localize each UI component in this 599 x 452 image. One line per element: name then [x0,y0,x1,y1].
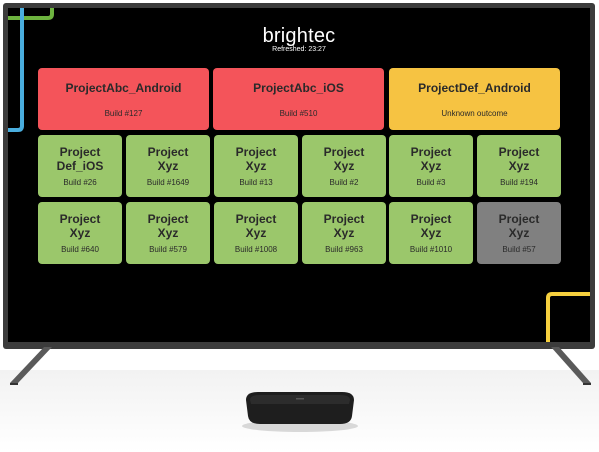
tile-build-number: Build #127 [104,108,143,118]
tile-status-text: Unknown outcome [441,108,508,118]
tile-title-line2: Xyz [69,226,91,240]
tile-build-number: Build #194 [500,178,538,187]
tile-title-line1: Project [147,145,189,159]
tile-build-number: Build #510 [279,108,318,118]
set-top-box-image [242,392,358,432]
tile-title-line1: Project [235,212,277,226]
tile-title-line2: Xyz [245,226,267,240]
tile-build-number: Build #579 [149,245,187,254]
build-tile[interactable]: Project Xyz Build #640 [38,202,122,264]
build-tile[interactable]: Project Xyz Build #3 [389,135,473,197]
tile-title-line2: Xyz [157,226,179,240]
tile-title-line1: Project [410,212,452,226]
build-tile-projectdef-android[interactable]: ProjectDef_Android Unknown outcome [389,68,560,130]
tile-title-line1: Project [410,145,452,159]
refreshed-timestamp: Refreshed: 23:27 [272,46,326,53]
tile-build-number: Build #3 [416,178,446,187]
build-tile[interactable]: Project Xyz Build #579 [126,202,210,264]
build-tile-projectabc-android[interactable]: ProjectAbc_Android Build #127 [38,68,209,130]
tile-build-number: Build #13 [239,178,273,187]
tile-title: ProjectDef_Android [418,80,531,95]
tile-title-line1: Project [323,212,365,226]
build-tile[interactable]: Project Def_iOS Build #26 [38,135,122,197]
build-tile[interactable]: Project Xyz Build #13 [214,135,298,197]
tile-title-line1: Project [59,212,101,226]
tile-title-line2: Xyz [420,226,442,240]
build-tile-disabled[interactable]: Project Xyz Build #57 [477,202,561,264]
tile-build-number: Build #640 [61,245,99,254]
tile-title-line2: Xyz [508,226,530,240]
build-tile-projectabc-ios[interactable]: ProjectAbc_iOS Build #510 [213,68,384,130]
tv-stand-right-leg [551,347,591,385]
tile-build-number: Build #963 [325,245,363,254]
tile-title-line1: Project [59,145,101,159]
tile-title-line1: Project [498,212,540,226]
build-tile[interactable]: Project Xyz Build #1649 [126,135,210,197]
tile-title-line2: Xyz [157,159,179,173]
corner-decoration-bottom-right [546,292,590,342]
brand-logo-text: brightec [262,25,336,47]
tile-title-line2: Xyz [245,159,267,173]
tile-title-line2: Xyz [333,226,355,240]
tile-title-line2: Def_iOS [56,159,104,173]
build-tile[interactable]: Project Xyz Build #194 [477,135,561,197]
tile-title-line1: Project [235,145,277,159]
tile-build-number: Build #1008 [234,245,278,254]
tile-build-number: Build #26 [63,178,97,187]
tile-title-line2: Xyz [508,159,530,173]
build-tile[interactable]: Project Xyz Build #1008 [214,202,298,264]
dashboard-screen: brightec Refreshed: 23:27 ProjectAbc_And… [8,8,590,342]
tile-title: ProjectAbc_Android [65,80,182,95]
tile-title-line2: Xyz [333,159,355,173]
tile-title: ProjectAbc_iOS [253,80,344,95]
build-tile[interactable]: Project Xyz Build #963 [302,202,386,264]
tile-title-line1: Project [147,212,189,226]
tile-title-line2: Xyz [420,159,442,173]
tv-stand-left-leg [10,347,52,385]
tile-build-number: Build #1010 [409,245,453,254]
corner-decoration-top-left [8,8,54,132]
tile-build-number: Build #57 [502,245,536,254]
build-tile[interactable]: Project Xyz Build #2 [302,135,386,197]
tile-title-line1: Project [323,145,365,159]
tile-build-number: Build #1649 [146,178,190,187]
tile-title-line1: Project [498,145,540,159]
build-tile[interactable]: Project Xyz Build #1010 [389,202,473,264]
tile-build-number: Build #2 [329,178,359,187]
